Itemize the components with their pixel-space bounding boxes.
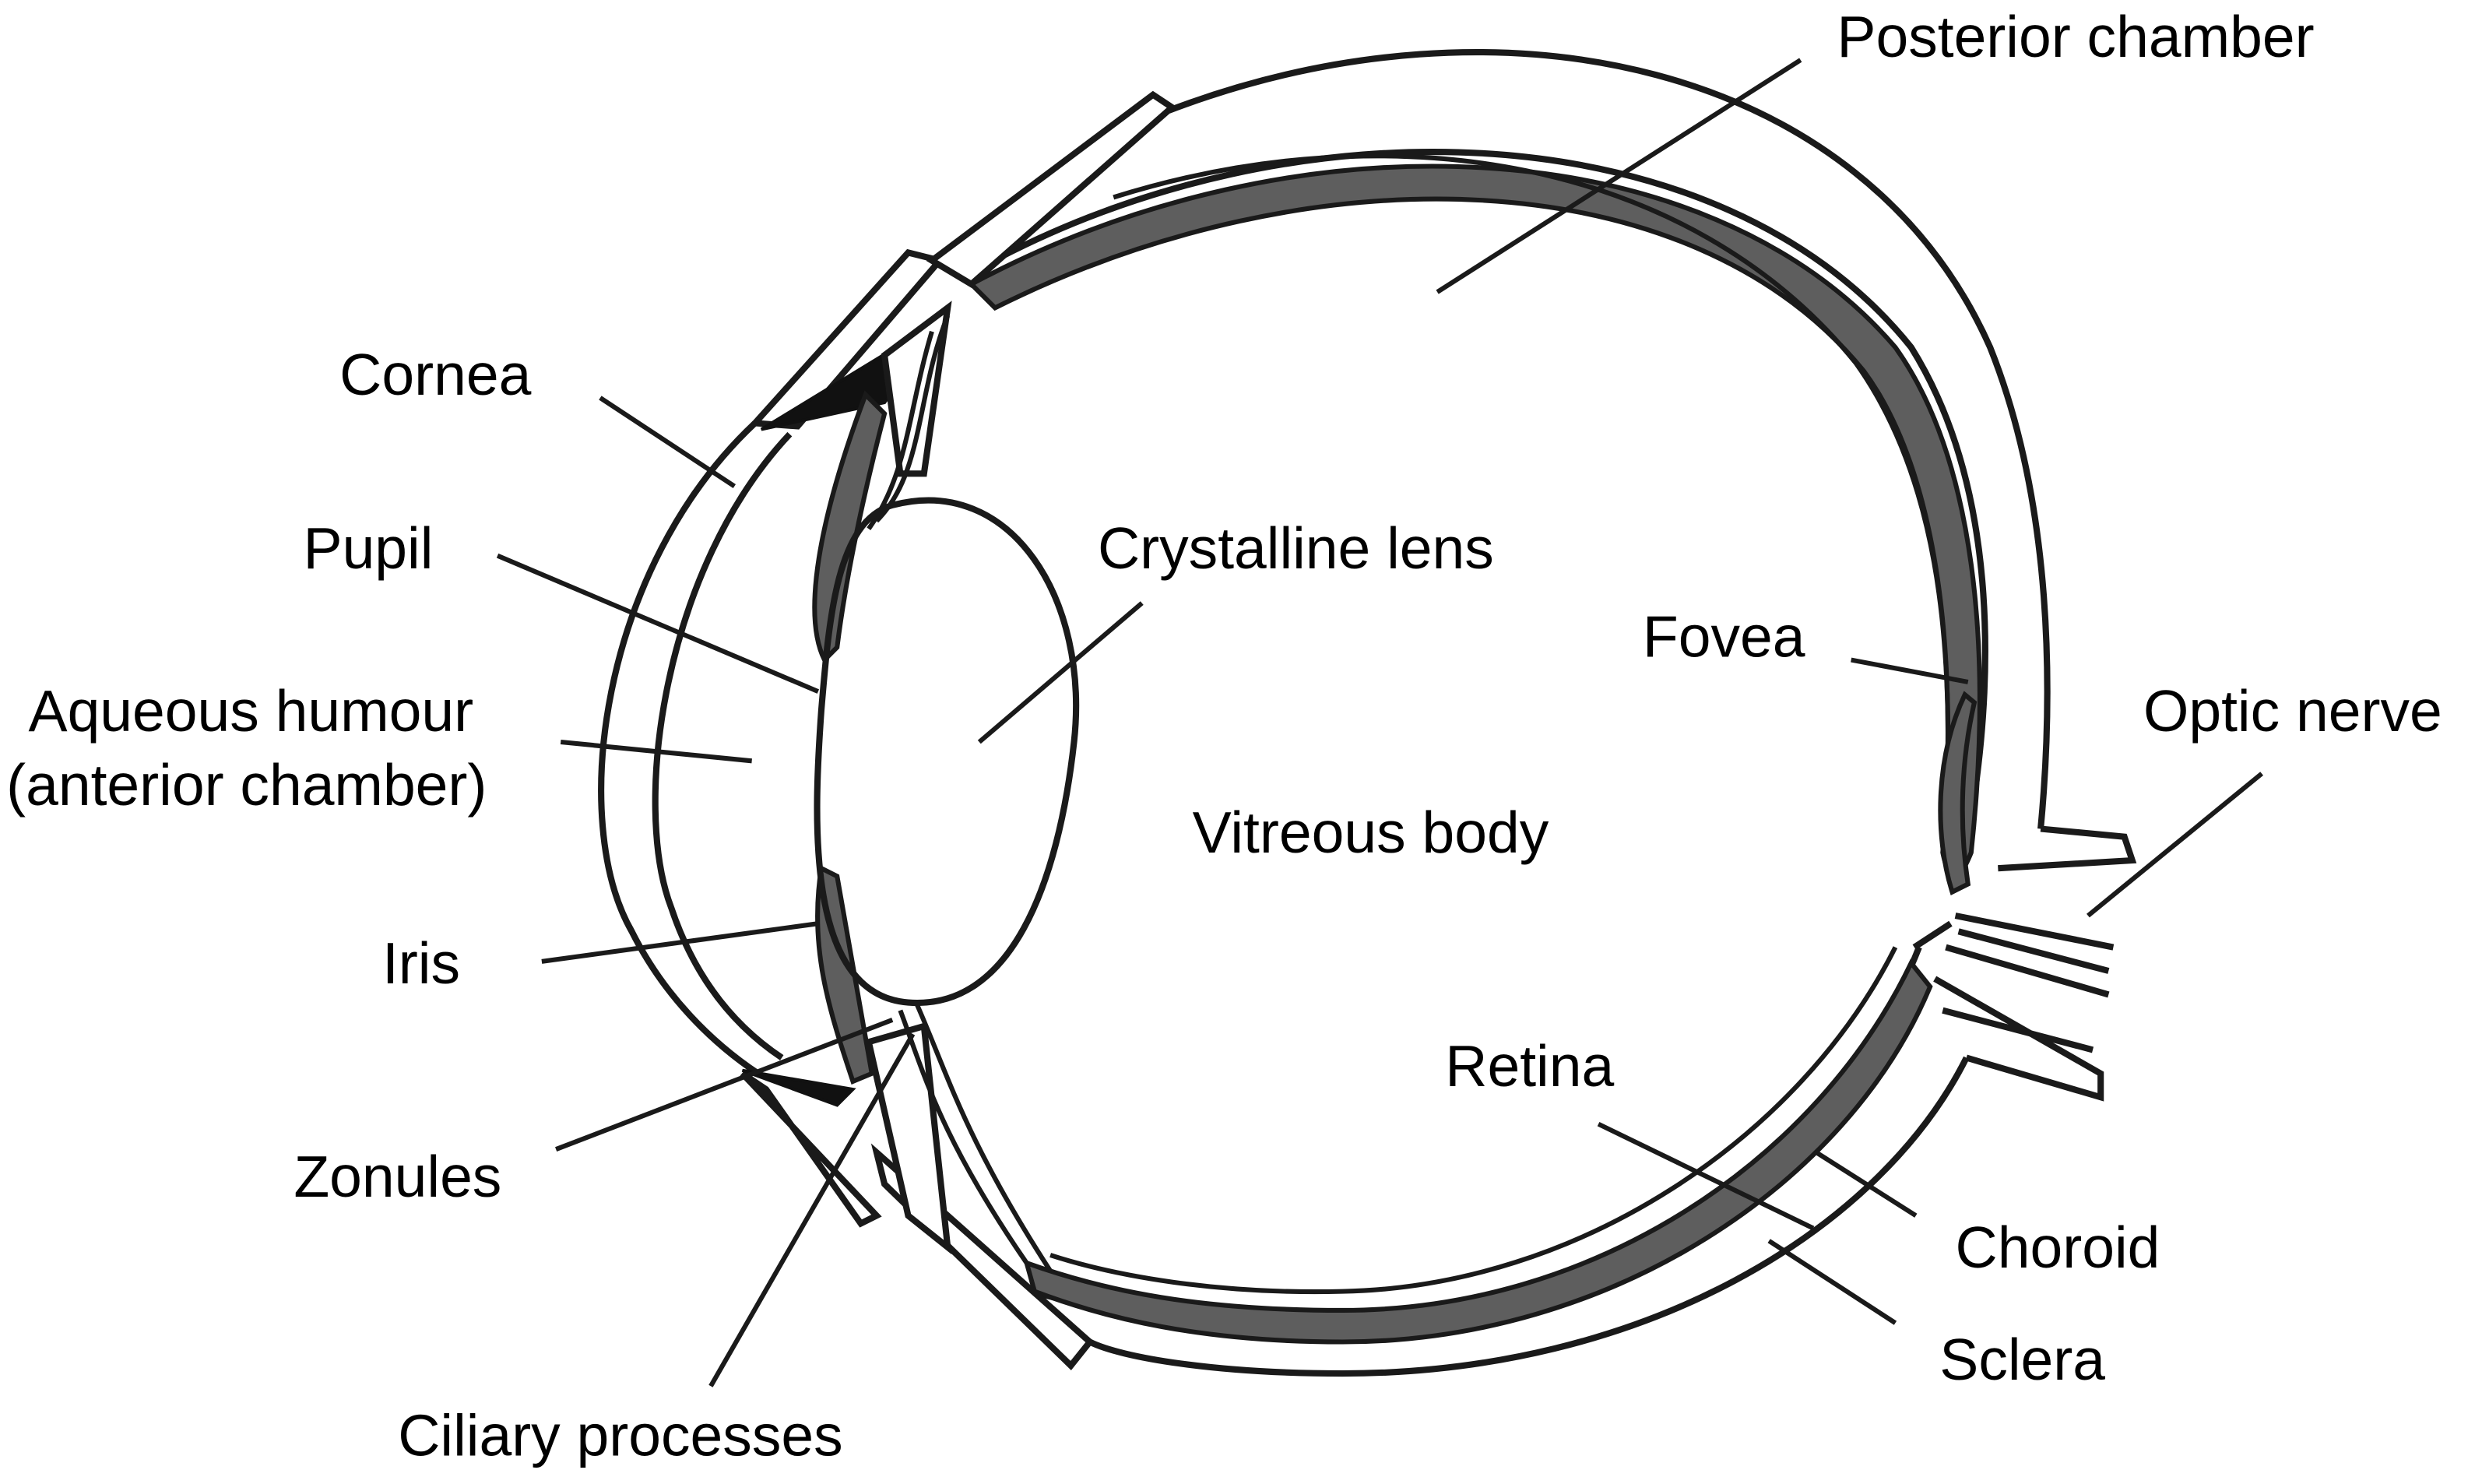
- leader-posterior-chamber: [1436, 58, 1802, 294]
- leader-optic-nerve: [2087, 772, 2264, 918]
- retina-inner-lower: [1049, 946, 1898, 1295]
- leader-pupil: [496, 553, 820, 694]
- label-sclera: Sclera: [1939, 1327, 2105, 1392]
- leader-aqueous: [560, 739, 752, 764]
- cornea-inner: [652, 431, 793, 1060]
- fovea-shape: [1938, 691, 1978, 895]
- label-iris: Iris: [382, 930, 460, 996]
- label-vitreous-body: Vitreous body: [1193, 800, 1549, 865]
- retina-inner-upper: [1113, 153, 1951, 821]
- leader-retina: [1597, 1121, 1815, 1231]
- sclera-outer-outline: [1167, 49, 2051, 829]
- leader-choroid: [1815, 1150, 1918, 1218]
- sclera-outer-lower: [1088, 1056, 1970, 1377]
- leader-lines: [496, 58, 2264, 1387]
- leader-iris: [541, 921, 819, 964]
- label-aqueous-line1: Aqueous humour: [29, 678, 474, 744]
- choroid-band-lower: [1023, 958, 1933, 1345]
- eye-illustration: [598, 49, 2137, 1377]
- leader-ciliary-processes: [708, 1032, 916, 1387]
- ciliary-body-lower: [864, 1022, 952, 1255]
- label-fovea: Fovea: [1643, 604, 1805, 670]
- leader-sclera: [1767, 1239, 1897, 1325]
- lower-black-wedge: [741, 1068, 856, 1107]
- label-aqueous-line2: (anterior chamber): [6, 752, 487, 818]
- leader-zonules: [555, 1018, 894, 1152]
- label-retina: Retina: [1445, 1033, 1614, 1099]
- leader-crystalline-lens: [977, 601, 1144, 744]
- zonules-upper: [874, 315, 951, 523]
- label-cornea: Cornea: [339, 342, 531, 407]
- label-pupil: Pupil: [304, 515, 434, 581]
- label-crystalline-lens: Crystalline lens: [1098, 515, 1494, 581]
- label-choroid: Choroid: [1956, 1215, 2160, 1280]
- lower-sclera-flap: [740, 1071, 882, 1228]
- leader-fovea: [1851, 657, 1969, 684]
- label-posterior-chamber: Posterior chamber: [1837, 4, 2314, 69]
- label-optic-nerve: Optic nerve: [2143, 678, 2442, 744]
- zonules-lower-2: [913, 1001, 1053, 1272]
- sclera-inner-outline: [977, 149, 1988, 885]
- upper-sclera-flap-2: [926, 90, 1177, 288]
- label-ciliary-processes: Ciliary processes: [398, 1403, 842, 1468]
- cornea-outer: [598, 420, 761, 1077]
- label-zonules: Zonules: [294, 1144, 501, 1209]
- leader-cornea: [599, 396, 737, 489]
- crystalline-lens: [814, 497, 1080, 1006]
- iris-upper: [812, 390, 888, 664]
- labels: Posterior chamber Cornea Pupil Crystalli…: [6, 4, 2442, 1468]
- optic-nerve-shape: [1912, 825, 2137, 1102]
